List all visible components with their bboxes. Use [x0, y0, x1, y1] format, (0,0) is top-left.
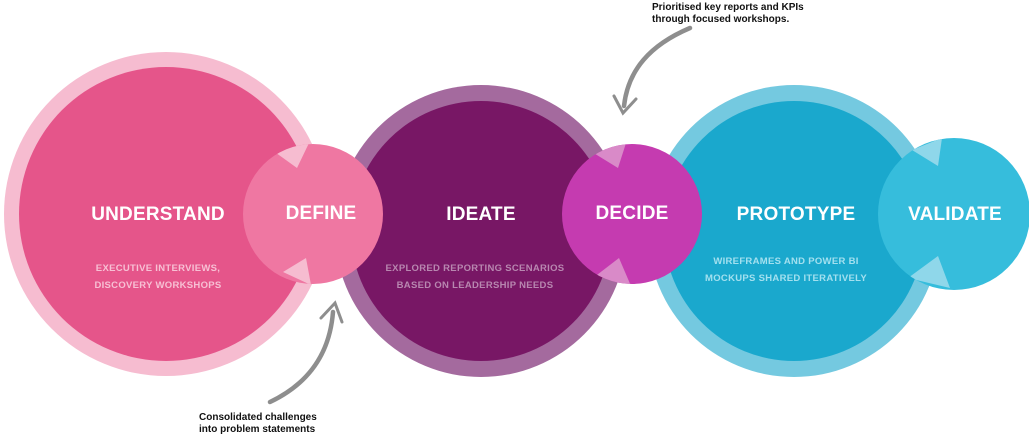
- validate-bottom-ring-notch: [908, 256, 950, 288]
- prototype-title: PROTOTYPE: [736, 204, 856, 225]
- define-title: DEFINE: [285, 203, 357, 224]
- validate-circle: [878, 138, 1029, 290]
- ideate-title: IDEATE: [446, 204, 516, 225]
- decide-top-ring-notch: [592, 144, 627, 168]
- decide-circle: [562, 144, 702, 284]
- define-circle: [243, 144, 383, 284]
- decide-annotation-arrow: [612, 25, 693, 116]
- define-annotation-arrow: [267, 300, 344, 405]
- decide-title: DECIDE: [595, 203, 669, 224]
- decide-annotation: Prioritised key reports and KPIs through…: [652, 2, 804, 25]
- prototype-circle: [664, 101, 924, 361]
- ideate-description: EXPLORED REPORTING SCENARIOS BASED ON LE…: [385, 263, 565, 291]
- ideate-circle: [351, 101, 611, 361]
- validate-top-ring-notch: [912, 138, 942, 166]
- understand-title: UNDERSTAND: [91, 204, 225, 225]
- define-bottom-ring-notch: [283, 258, 311, 284]
- understand-circle: [19, 67, 313, 361]
- define-annotation: Consolidated challenges into problem sta…: [199, 412, 317, 435]
- prototype-description: WIREFRAMES AND POWER BI MOCKUPS SHARED I…: [705, 256, 867, 284]
- validate-title: VALIDATE: [908, 204, 1002, 225]
- understand-description: EXECUTIVE INTERVIEWS, DISCOVERY WORKSHOP…: [94, 263, 222, 291]
